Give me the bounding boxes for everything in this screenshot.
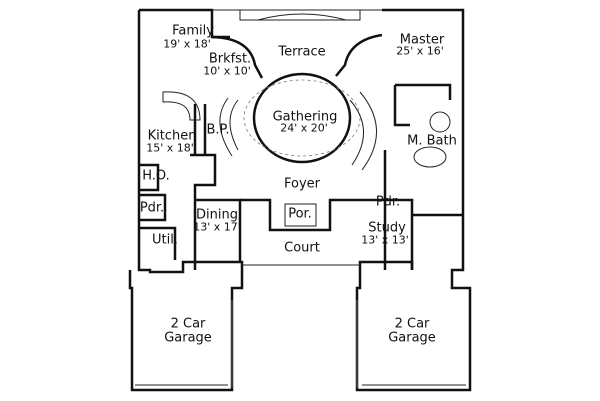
room-size-kitchen: 15' x 18' <box>146 141 194 155</box>
gathering-colonnade <box>243 79 361 157</box>
room-label-por: Por. <box>288 206 312 222</box>
room-label-util: Util. <box>152 232 178 248</box>
master-bay-wall <box>335 33 383 77</box>
room-label-pdr-right: Pdr. <box>375 194 401 210</box>
ho-wall <box>139 163 177 260</box>
room-label-family: Family <box>172 23 214 39</box>
room-label-dining: Dining <box>196 207 238 223</box>
room-label-master: Master <box>399 32 445 48</box>
kitchen-wall <box>190 104 217 270</box>
room-size-brkfst: 10' x 10' <box>203 64 251 78</box>
gathering-wall <box>252 72 352 164</box>
shower <box>429 111 451 133</box>
room-label-garage-right: 2 Car <box>394 316 430 332</box>
room-label-pdr-left: Pdr. <box>139 200 165 216</box>
breakfast-bay-wall <box>211 35 264 79</box>
room-size-dining: 13' x 17' <box>193 220 241 234</box>
terrace-arch <box>257 13 347 21</box>
room-size-family: 19' x 18' <box>163 37 211 51</box>
room-sub-garage-right: Garage <box>388 330 436 346</box>
portico <box>284 203 317 227</box>
stair-right <box>349 91 377 171</box>
room-label-terrace: Terrace <box>278 44 326 60</box>
outer-wall-right <box>355 8 472 392</box>
room-sub-garage-left: Garage <box>164 330 212 346</box>
room-size-master: 25' x 16' <box>396 44 444 58</box>
bath-tub <box>413 146 447 168</box>
room-label-kitchen: Kitchen <box>147 128 197 144</box>
master-bath-wall <box>383 83 452 270</box>
stair-left <box>219 97 239 157</box>
room-label-ho: H.O. <box>142 168 170 184</box>
room-label-study: Study <box>368 220 406 236</box>
room-label-foyer: Foyer <box>283 176 321 192</box>
room-label-bp: B.P. <box>206 122 230 138</box>
terrace-outline <box>212 9 382 21</box>
room-label-mbath: M. Bath <box>407 133 457 149</box>
room-size-gathering: 24' x 20' <box>280 121 328 135</box>
room-label-garage-left: 2 Car <box>170 316 206 332</box>
kitchen-counter <box>162 91 201 121</box>
room-label-court: Court <box>284 240 320 256</box>
room-size-study: 13' x 13' <box>361 233 409 247</box>
foyer-wall <box>240 198 362 232</box>
room-label-gathering: Gathering <box>272 109 338 125</box>
study-wall <box>362 198 463 270</box>
room-label-brkfst: Brkfst. <box>208 51 252 67</box>
